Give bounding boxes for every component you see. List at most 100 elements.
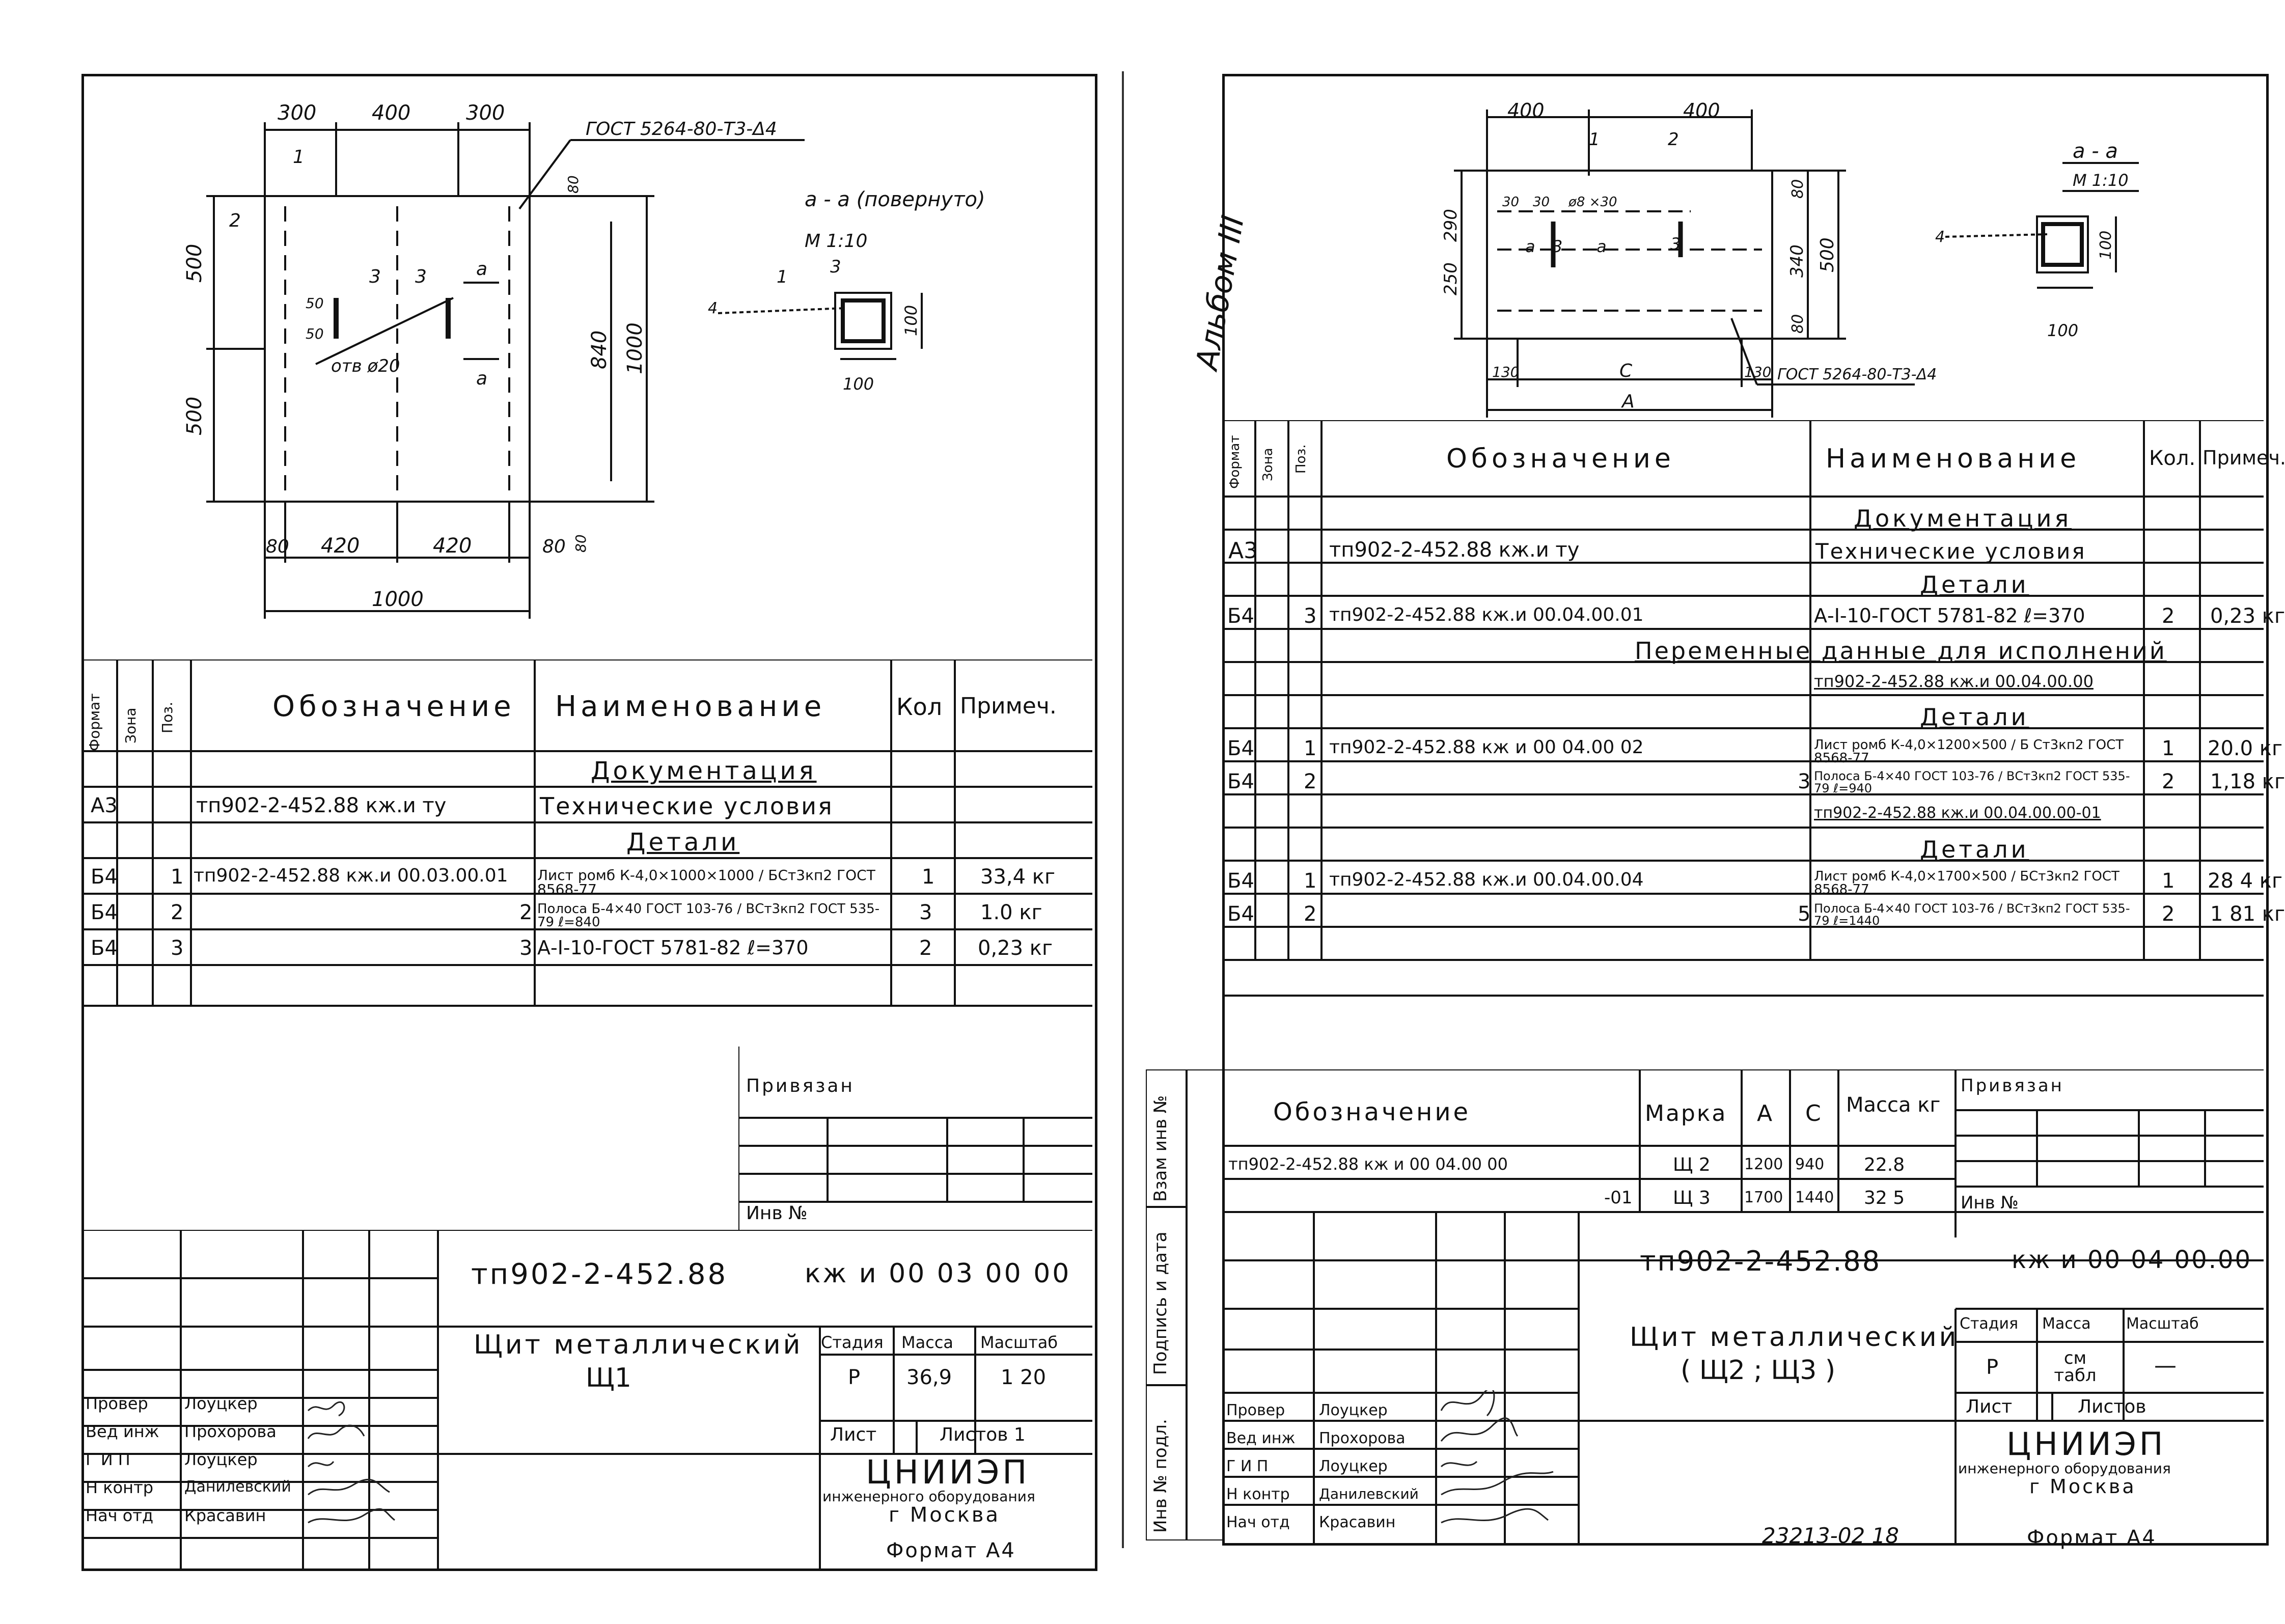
right-row-tu-des: тп902-2-452.88 кж.и ту — [1329, 538, 1580, 562]
var-r1-c: 940 — [1795, 1155, 1825, 1173]
right-stage-v: Р — [1986, 1356, 1999, 1379]
r-section-pos-4: 4 — [1935, 228, 1945, 246]
dim-top-2: 400 — [372, 101, 410, 125]
right-row-2-name: Лист ромб К-4,0×1200×500 / Б Ст3кп2 ГОСТ… — [1814, 737, 2124, 766]
right-row-3-name: Полоса Б-4×40 ГОСТ 103-76 / ВСт3кп2 ГОСТ… — [1814, 769, 2130, 795]
right-org2: инженерного оборудования — [1958, 1460, 2171, 1477]
right-row-4-pos: 1 — [1304, 869, 1317, 893]
left-row-1-name: Лист ромб К-4,0×1000×1000 / БСт3кп2 ГОСТ… — [537, 867, 875, 898]
section-mark-top: а — [476, 259, 487, 280]
var-r2-c: 1440 — [1795, 1189, 1834, 1206]
left-row-2-fmt: Б4 — [91, 901, 118, 924]
right-title: Щит металлический — [1630, 1322, 1959, 1353]
right-row-4-name: Лист ромб К-4,0×1700×500 / БСт3кп2 ГОСТ … — [1814, 869, 2119, 897]
right-spec-h-note: Примеч. — [2203, 447, 2285, 469]
section-dim-2: 100 — [843, 374, 874, 394]
right-sheets: Листов — [2078, 1396, 2146, 1417]
small-3: 80 — [565, 175, 582, 194]
dim-left-1: 500 — [183, 244, 206, 283]
r-inner-1: 30 — [1502, 195, 1519, 210]
r-inner-2: 30 — [1533, 195, 1550, 210]
r-section-scale: М 1:10 — [2073, 171, 2129, 190]
right-row-tu-fmt: А3 — [1228, 538, 1258, 564]
right-mass-v: см табл — [2054, 1348, 2097, 1386]
right-sheet: Лист — [1966, 1396, 2013, 1417]
side-label-2: Подпись и дата — [1150, 1231, 1171, 1375]
r-dim-left-2: 290 — [1441, 209, 1461, 242]
r-dim-right-4: 500 — [1817, 237, 1838, 272]
left-spec-h-format: Формат — [86, 693, 103, 751]
dim-bottom-2: 420 — [321, 534, 360, 558]
right-row-2-pos: 1 — [1304, 737, 1317, 760]
right-code: тп902-2-452.88 — [1640, 1245, 1882, 1277]
left-row-tu-des: тп902-2-452.88 кж.и ту — [196, 794, 447, 817]
dim-overall: 1000 — [372, 588, 424, 611]
r-section-dim-1: 100 — [2097, 231, 2115, 260]
var-r1-mass: 22.8 — [1864, 1154, 1905, 1175]
right-row-variant-b: тп902-2-452.88 кж.и 00.04.00.00-01 — [1814, 804, 2101, 822]
r-pos-3b: 3 — [1670, 234, 1681, 254]
right-format: Формат А4 — [2027, 1526, 2157, 1550]
right-drawing: 400 400 250 290 80 340 80 500 30 30 ø8 ×… — [1441, 99, 2139, 418]
section-pos-1: 1 — [777, 267, 788, 287]
right-row-3-fmt: Б4 — [1227, 770, 1254, 793]
right-row-2-fmt: Б4 — [1227, 737, 1254, 760]
left-row-3-pos: 3 — [171, 937, 184, 960]
left-sheets: Листов 1 — [940, 1424, 1026, 1445]
left-drawing: 300 400 300 ГОСТ 5264-80-Т3-Δ4 500 500 8… — [183, 101, 985, 619]
dim-top-1: 300 — [278, 101, 316, 125]
right-row-variants-title: Переменные данные для исполнений — [1635, 637, 2167, 665]
right-person-role-3: Г И П — [1226, 1457, 1269, 1475]
right-row-2-note: 20.0 кг — [2208, 737, 2282, 760]
right-row-det-title-3: Детали — [1920, 836, 2029, 863]
var-r1-mark: Щ 2 — [1673, 1154, 1711, 1175]
var-h-mark: Марка — [1645, 1100, 1727, 1126]
right-row-3-note: 1,18 кг — [2210, 770, 2285, 793]
right-row-4-qty: 1 — [2162, 869, 2175, 893]
right-spec-h-zone: Зона — [1260, 448, 1276, 481]
left-inv: Инв № — [746, 1203, 808, 1224]
right-spec-h-pos: Поз. — [1293, 444, 1309, 474]
left-format: Формат А4 — [886, 1539, 1016, 1562]
right-spec-h-format: Формат — [1227, 435, 1243, 489]
left-row-doc-title: Документация — [591, 757, 817, 785]
dim-right-1: 840 — [588, 331, 611, 369]
r-weld: ГОСТ 5264-80-Т3-Δ4 — [1777, 366, 1937, 383]
left-row-2-note: 1.0 кг — [980, 901, 1042, 924]
left-row-2-des: 2 — [519, 901, 533, 924]
section-pos-4: 4 — [708, 299, 718, 317]
right-side-grid — [1146, 1069, 1225, 1540]
left-title: Щит металлический — [474, 1330, 803, 1360]
r-dim-overall: А — [1621, 391, 1635, 412]
section-title: а - а (повернуто) — [805, 188, 985, 211]
right-person-name-4: Данилевский — [1319, 1485, 1419, 1502]
right-scale-h: Масштаб — [2126, 1315, 2199, 1333]
left-sheet: Лист — [830, 1424, 877, 1445]
r-dim-right-2: 340 — [1787, 244, 1807, 278]
dim-top-3: 300 — [466, 101, 505, 125]
section-mark-bottom: а — [476, 368, 487, 389]
var-h-designation: Обозначение — [1273, 1098, 1471, 1126]
right-scale-v: — — [2154, 1353, 2177, 1379]
left-spec-h-name: Наименование — [555, 690, 826, 723]
right-row-3-qty: 2 — [2162, 770, 2175, 793]
right-row-5-fmt: Б4 — [1227, 902, 1254, 926]
left-row-1-qty: 1 — [922, 865, 935, 889]
left-row-2-name: Полоса Б-4×40 ГОСТ 103-76 / ВСт3кп2 ГОСТ… — [537, 901, 880, 930]
fold-line — [1122, 71, 1124, 1548]
right-mass-h: Масса — [2042, 1315, 2091, 1333]
left-spec-h-zone: Зона — [122, 707, 139, 744]
r-section-title: а - а — [2073, 140, 2118, 163]
left-subtitle: Щ1 — [586, 1363, 631, 1393]
r-dim-right-3: 80 — [1789, 314, 1807, 334]
right-row-5-pos: 2 — [1304, 902, 1317, 926]
hole-note: отв ø20 — [331, 356, 400, 376]
right-row-1-note: 0,23 кг — [2210, 604, 2285, 628]
r-pos-2: 2 — [1668, 129, 1679, 150]
right-row-5-des: 5 — [1798, 902, 1811, 926]
left-stage-h: Стадия — [821, 1333, 884, 1352]
left-person-role-5: Нач отд — [86, 1506, 154, 1525]
left-org2: инженерного оборудования — [822, 1488, 1035, 1505]
right-code2: кж и 00 04 00.00 — [2012, 1246, 2252, 1274]
left-row-3-fmt: Б4 — [91, 937, 118, 960]
